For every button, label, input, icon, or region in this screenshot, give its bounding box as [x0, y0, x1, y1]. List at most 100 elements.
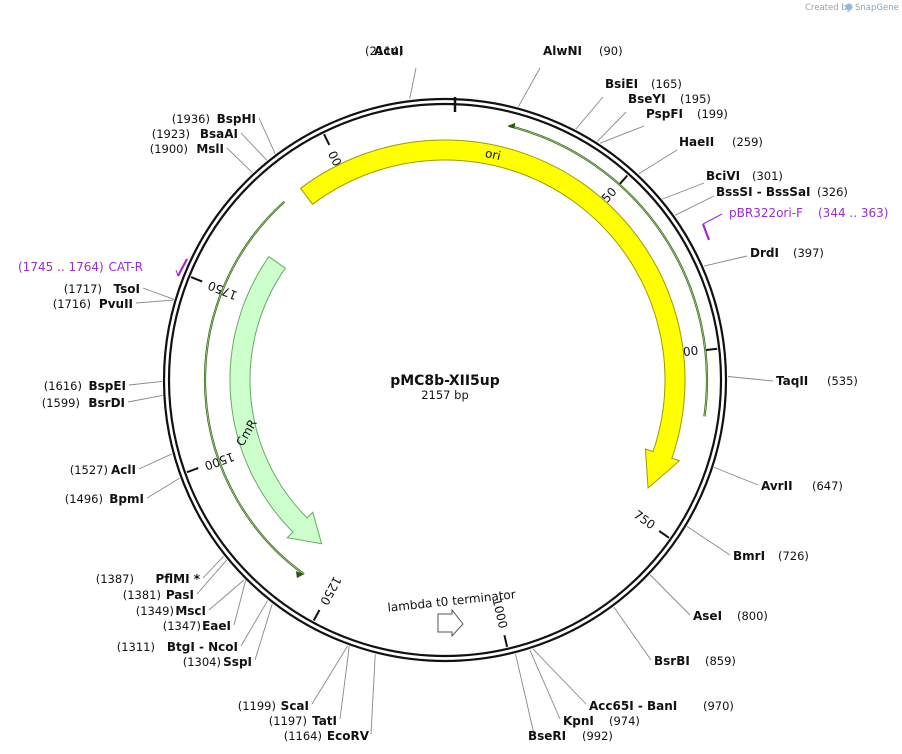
enzyme-site-pvuii: PvuII(1716)	[53, 297, 174, 311]
enzyme-name: HaeII	[679, 135, 714, 149]
enzyme-position: (992)	[582, 729, 613, 743]
enzyme-site-acli: AclI(1527)	[70, 453, 173, 477]
enzyme-position: (1599)	[42, 396, 80, 410]
plasmid-size: 2157 bp	[421, 388, 469, 402]
enzyme-site-bsaai: BsaAI (1923)	[152, 127, 268, 161]
enzyme-site-tati: TatI (1197)	[269, 646, 350, 728]
enzyme-position: (1616)	[44, 379, 82, 393]
enzyme-site-msli: MslI(1900)	[150, 142, 253, 173]
enzyme-position: (1164)	[284, 729, 322, 743]
snapgene-logo-icon	[845, 3, 853, 11]
enzyme-site-bpmi: BpmI (1496)	[65, 477, 180, 506]
primer-name: pBR322ori-F	[729, 206, 803, 220]
enzyme-position: (397)	[793, 246, 824, 260]
tick-mark	[323, 133, 331, 146]
enzyme-site-bsrbi: BsrBI(859)	[613, 606, 736, 668]
enzyme-position: (199)	[697, 107, 728, 121]
tick-mark	[186, 467, 199, 474]
enzyme-site-pspfi: PspFI(199)	[599, 107, 728, 144]
enzyme-leader-line	[142, 287, 174, 300]
enzyme-position: (1936)	[172, 112, 210, 126]
enzyme-leader-line	[138, 453, 173, 470]
enzyme-name: BpmI	[109, 492, 144, 506]
primer-name: CAT-R	[108, 260, 143, 274]
enzyme-site-scai: ScaI (1199)	[238, 645, 349, 713]
enzyme-name: TaqII	[776, 374, 808, 388]
tick-mark	[618, 174, 629, 186]
enzyme-leader-line	[529, 649, 561, 720]
primer-site-cat-r: CAT-R(1745 .. 1764)	[18, 258, 188, 277]
enzyme-name: PflMI *	[155, 572, 200, 586]
enzyme-position: (1716)	[53, 297, 91, 311]
tick-label: 1250	[317, 574, 344, 608]
enzyme-name: BsaAI	[200, 127, 238, 141]
ori-coverage-line-glow	[508, 125, 708, 417]
enzyme-leader-line	[240, 600, 269, 647]
enzyme-position: (301)	[752, 169, 783, 183]
enzyme-leader-line	[258, 117, 276, 154]
enzyme-leader-line	[208, 579, 245, 611]
plasmid-backbone	[162, 97, 728, 663]
enzyme-site-btgi-ncoi: BtgI - NcoI (1311)	[117, 600, 269, 654]
enzyme-name: MscI	[175, 604, 206, 618]
primer-leader-line	[175, 269, 179, 277]
tick-mark	[658, 530, 670, 539]
enzyme-name: TsoI	[114, 282, 140, 296]
enzyme-site-avrii: AvrII(647)	[714, 466, 843, 493]
enzyme-site-tsoi: TsoI (1717)	[64, 282, 174, 300]
enzyme-leader-line	[339, 646, 350, 720]
enzyme-position: (1347)	[163, 619, 201, 633]
enzyme-leader-line	[196, 559, 228, 595]
enzyme-name: BsiEI	[605, 77, 638, 91]
enzyme-leader-line	[532, 648, 587, 705]
enzyme-position: (1197)	[269, 714, 307, 728]
enzyme-name: PasI	[166, 588, 194, 602]
enzyme-name: BciVI	[706, 169, 740, 183]
enzyme-leader-line	[409, 67, 417, 100]
feature-label-ori: ori	[484, 146, 502, 163]
enzyme-position: (1923)	[152, 127, 190, 141]
enzyme-position: (1311)	[117, 640, 155, 654]
enzyme-name: ScaI	[281, 699, 309, 713]
enzyme-name: EaeI	[202, 619, 231, 633]
enzyme-leader-line	[146, 477, 180, 499]
enzyme-position: (726)	[778, 549, 809, 563]
enzyme-sites: AclI(1527)AcuI(2114)AlwNI(90)AseI(800)Av…	[42, 44, 858, 743]
enzyme-site-bsiei: BsiEI(165)	[575, 77, 682, 130]
enzyme-site-acc65i-bani: Acc65I - BanI(970)	[532, 648, 734, 713]
enzyme-leader-line	[638, 149, 678, 175]
enzyme-site-alwni: AlwNI(90)	[517, 44, 623, 107]
enzyme-name: BseRI	[528, 729, 566, 743]
enzyme-leader-line	[254, 603, 273, 661]
enzyme-position: (1199)	[238, 699, 276, 713]
enzyme-leader-line	[233, 580, 246, 626]
enzyme-name: MslI	[196, 142, 224, 156]
enzyme-leader-line	[517, 67, 541, 107]
enzyme-name: BtgI - NcoI	[167, 640, 238, 654]
primer-sites: pBR322ori-F(344 .. 363)CAT-R(1745 .. 176…	[18, 206, 888, 277]
enzyme-leader-line	[613, 606, 652, 661]
enzyme-name: BmrI	[733, 549, 765, 563]
enzyme-position: (1496)	[65, 492, 103, 506]
primer-bind-mark	[177, 258, 188, 277]
credit-brand: SnapGene	[855, 3, 899, 13]
enzyme-position: (1381)	[123, 588, 161, 602]
enzyme-site-bseri: BseRI (992)	[515, 653, 613, 743]
enzyme-position: (1717)	[64, 282, 102, 296]
enzyme-position: (90)	[599, 44, 623, 58]
enzyme-position: (974)	[609, 714, 640, 728]
tick-mark	[312, 609, 321, 621]
enzyme-name: DrdI	[750, 246, 779, 260]
enzyme-name: TatI	[312, 714, 337, 728]
enzyme-leader-line	[599, 125, 645, 144]
tick-mark	[503, 634, 509, 648]
tick-label: 1000	[490, 597, 511, 630]
enzyme-leader-line	[703, 255, 748, 267]
enzyme-site-haeii: HaeII(259)	[638, 135, 763, 175]
enzyme-leader-line	[575, 96, 604, 130]
enzyme-leader-line	[226, 147, 253, 173]
enzyme-leader-line	[662, 182, 705, 200]
enzyme-name: BssSI - BssSaI	[716, 185, 811, 199]
enzyme-site-bseyi: BseYI(195)	[596, 92, 711, 142]
